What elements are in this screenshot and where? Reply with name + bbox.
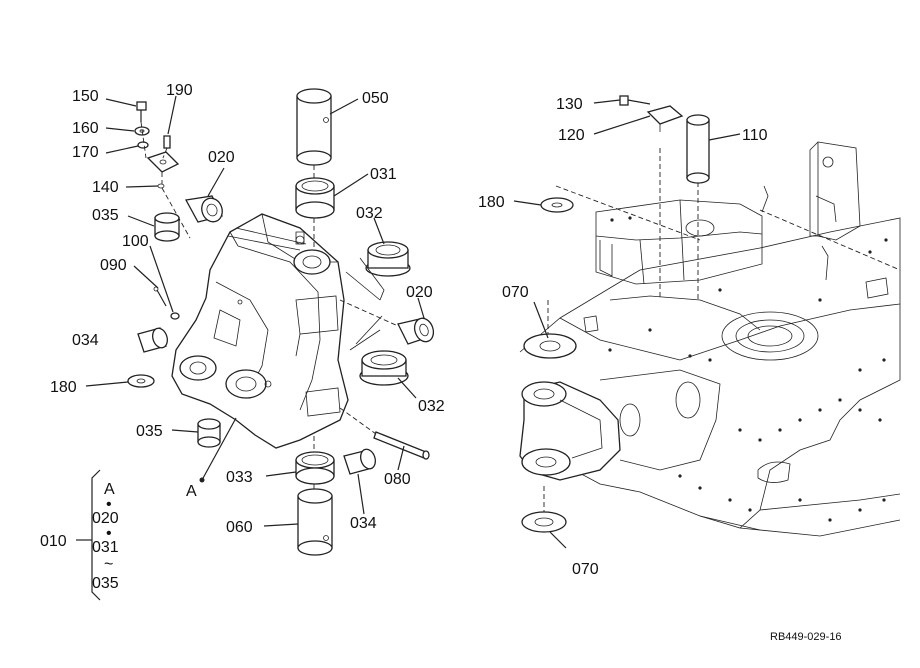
bushing-020-right xyxy=(397,317,435,345)
callout-180-left: 180 xyxy=(50,379,77,396)
frame-assembly xyxy=(519,141,901,537)
bushing-020-upper xyxy=(184,195,223,223)
pin-090 xyxy=(153,286,167,307)
callout-090: 090 xyxy=(100,257,127,274)
legend-separator-2: • xyxy=(106,525,112,542)
pin-060 xyxy=(297,488,333,556)
bushing-034-left xyxy=(137,327,168,353)
callout-100: 100 xyxy=(122,233,149,250)
bushing-031 xyxy=(295,177,335,219)
swing-bracket-assembly xyxy=(171,213,349,449)
legend-separator-3: ~ xyxy=(104,556,113,573)
callout-031: 031 xyxy=(370,166,397,183)
swing-bracket-body xyxy=(171,213,349,449)
bushing-035-lower xyxy=(197,418,221,448)
drawing-code: RB449-029-16 xyxy=(770,631,842,643)
callout-120: 120 xyxy=(558,127,585,144)
callout-labels: 150 190 160 170 140 020 035 100 090 034 … xyxy=(50,82,768,578)
callout-a: A xyxy=(186,483,197,500)
callout-190: 190 xyxy=(166,82,193,99)
callout-130: 130 xyxy=(556,96,583,113)
frame-holes xyxy=(608,216,888,522)
callout-034-right: 034 xyxy=(350,515,377,532)
leader-lines xyxy=(85,95,741,549)
bushing-032-lower xyxy=(359,350,409,386)
callout-080: 080 xyxy=(384,471,411,488)
grease-fitting-group xyxy=(134,101,191,239)
callout-020-upper: 020 xyxy=(208,149,235,166)
legend-item-a: A xyxy=(104,481,115,498)
assembly-legend: 010 A • 020 • 031 ~ 035 xyxy=(40,469,119,601)
pin-050 xyxy=(296,88,332,166)
callout-160: 160 xyxy=(72,120,99,137)
legend-main-number: 010 xyxy=(40,533,67,550)
callout-035-upper: 035 xyxy=(92,207,119,224)
callout-110: 110 xyxy=(742,127,768,144)
callout-060: 060 xyxy=(226,519,253,536)
bushing-033 xyxy=(295,451,335,485)
washer-180-left xyxy=(127,374,155,388)
bushing-035-upper xyxy=(154,212,180,242)
legend-item-031: 031 xyxy=(92,539,119,556)
legend-item-035: 035 xyxy=(92,575,119,592)
callout-070-lower: 070 xyxy=(572,561,599,578)
bushing-032-upper xyxy=(365,241,411,277)
callout-170: 170 xyxy=(72,144,99,161)
callout-034-left: 034 xyxy=(72,332,99,349)
callout-140: 140 xyxy=(92,179,119,196)
callout-032-upper: 032 xyxy=(356,205,383,222)
legend-separator-1: • xyxy=(106,496,112,513)
callout-020-right: 020 xyxy=(406,284,433,301)
washer-180-right xyxy=(540,197,574,213)
callout-035-lower: 035 xyxy=(136,423,163,440)
callout-033: 033 xyxy=(226,469,253,486)
pin-080 xyxy=(373,431,430,460)
callout-032-lower: 032 xyxy=(418,398,445,415)
pin-110 xyxy=(686,114,710,184)
nut-100 xyxy=(170,312,180,320)
washer-070-lower xyxy=(521,511,567,533)
bushing-034-right xyxy=(343,448,376,475)
callout-050: 050 xyxy=(362,90,389,107)
legend-item-020: 020 xyxy=(92,510,119,527)
frame-plate xyxy=(551,217,901,529)
plate-120 xyxy=(646,105,684,132)
callout-180-right: 180 xyxy=(478,194,505,211)
bolt-130 xyxy=(619,95,651,106)
callout-150: 150 xyxy=(72,88,99,105)
callout-070-upper: 070 xyxy=(502,284,529,301)
washer-070-upper xyxy=(523,333,577,359)
